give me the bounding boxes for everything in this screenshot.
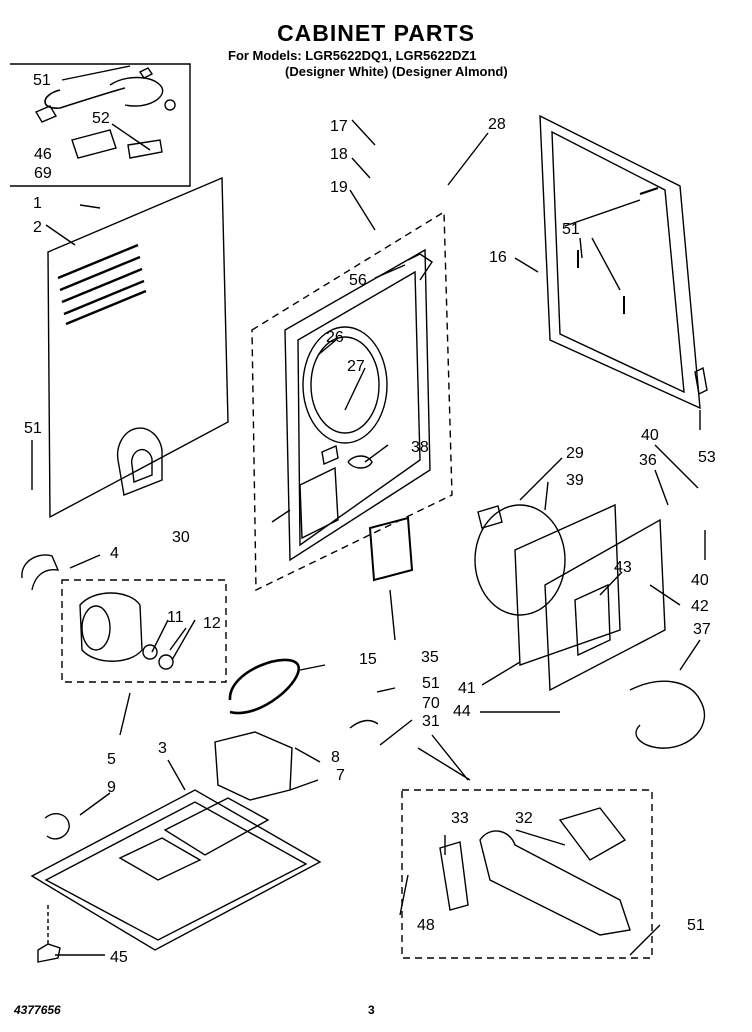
burner-assembly [439, 807, 631, 936]
callout-16: 16 [489, 249, 507, 266]
callout-41: 41 [458, 680, 476, 697]
callout-36: 35 [421, 649, 439, 666]
wire-clip-70 [349, 719, 379, 729]
drive-motor [79, 592, 174, 670]
base-panel [30, 789, 322, 951]
motor-mount [214, 731, 293, 801]
drive-belt [228, 658, 300, 715]
callout-40-b: 40 [691, 572, 709, 589]
callout-15: 15 [359, 651, 377, 668]
callout-4: 4 [110, 545, 119, 562]
models-line: For Models: LGR5622DQ1, LGR5622DZ1 [228, 48, 477, 63]
callout-7: 7 [336, 767, 345, 784]
wire-harness [629, 680, 706, 749]
callout-46: 46 [34, 146, 52, 163]
callout-40-a: 40 [641, 427, 659, 444]
callout-51-b: 51 [24, 420, 42, 437]
inset-box-power-cord [10, 63, 191, 187]
top-frame [539, 114, 701, 410]
callout-18: 18 [330, 146, 348, 163]
callout-69: 69 [34, 165, 52, 182]
callout-33: 33 [451, 810, 469, 827]
callout-8: 8 [331, 749, 340, 766]
callout-30: 30 [172, 529, 190, 546]
callout-37: 37 [693, 621, 711, 638]
callout-51-a: 51 [33, 72, 51, 89]
callout-56: 56 [349, 272, 367, 289]
callout-35: 36 [639, 452, 657, 469]
callout-29: 29 [566, 445, 584, 462]
front-panel-dashed-outline [251, 210, 453, 592]
callout-19: 19 [330, 179, 348, 196]
callout-26: 26 [326, 329, 344, 346]
callout-70: 70 [422, 695, 440, 712]
door-assembly [474, 503, 666, 692]
callout-27: 27 [347, 358, 365, 375]
callout-12: 12 [203, 615, 221, 632]
callout-2: 2 [33, 219, 42, 236]
hinge-53 [694, 366, 708, 396]
callout-43: 43 [614, 559, 632, 576]
callout-53: 53 [698, 449, 716, 466]
callout-32: 32 [515, 810, 533, 827]
callout-39: 39 [566, 472, 584, 489]
callout-11: 11 [167, 609, 184, 626]
document-number: 4377656 [14, 1003, 61, 1017]
idler-pulley-9 [44, 813, 70, 840]
callout-17: 17 [330, 118, 348, 135]
clip-4 [21, 554, 60, 591]
page-title: CABINET PARTS [277, 20, 475, 46]
page-number: 3 [368, 1003, 375, 1017]
leveling-foot [37, 943, 61, 963]
callout-51-d: 51 [422, 675, 440, 692]
callout-31: 31 [422, 713, 440, 730]
callout-3: 3 [158, 740, 167, 757]
motor-dashed-box [61, 579, 227, 683]
callout-48: 48 [417, 917, 435, 934]
finishes-line: (Designer White) (Designer Almond) [285, 64, 508, 79]
callout-38: 38 [411, 439, 429, 456]
callout-51-c: 51 [562, 221, 580, 238]
callout-9: 9 [107, 779, 116, 796]
callout-1: 1 [33, 195, 42, 212]
rear-panel [47, 176, 229, 519]
front-panel [284, 248, 433, 582]
callout-5: 5 [107, 751, 116, 768]
callout-44: 44 [453, 703, 471, 720]
callout-51-e: 51 [687, 917, 705, 934]
callout-42: 42 [691, 598, 709, 615]
callout-28: 28 [488, 116, 506, 133]
callout-45: 45 [110, 949, 128, 966]
callout-52: 52 [92, 110, 110, 127]
